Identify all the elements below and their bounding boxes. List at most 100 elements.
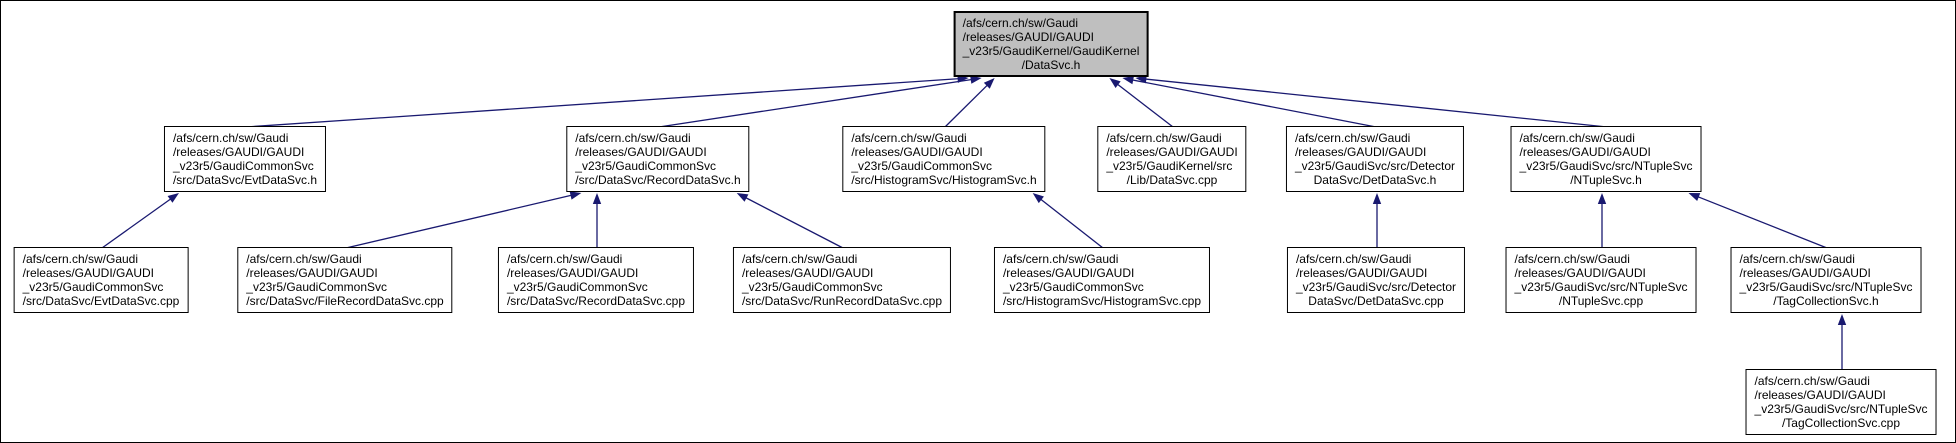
edge-arrowhead	[1135, 74, 1147, 84]
include-edge-line	[345, 194, 573, 249]
node-path-line: /releases/GAUDI/GAUDI	[962, 30, 1094, 44]
edge-arrowhead	[1032, 193, 1044, 204]
graph-node-runrecorddatasvc_cpp[interactable]: /afs/cern.ch/sw/Gaudi/releases/GAUDI/GAU…	[732, 247, 952, 313]
node-path-line: _v23r5/GaudiCommonSvc	[22, 280, 164, 294]
node-path-line: _v23r5/GaudiSvc/src/Detector	[1295, 280, 1457, 294]
edge-arrowhead	[592, 193, 602, 204]
node-path-line: _v23r5/GaudiCommonSvc	[1002, 280, 1144, 294]
node-path-line: /afs/cern.ch/sw/Gaudi	[1106, 131, 1222, 145]
edge-arrowhead	[1837, 314, 1847, 325]
node-path-line: DataSvc/DetDataSvc.cpp	[1308, 294, 1444, 308]
node-path-line: /releases/GAUDI/GAUDI	[741, 266, 874, 280]
include-edge-line	[1131, 79, 1377, 128]
edge-arrowhead	[1122, 75, 1134, 85]
node-path-line: /afs/cern.ch/sw/Gaudi	[506, 252, 623, 266]
node-path-line: /src/DataSvc/RunRecordDataSvc.cpp	[741, 294, 943, 308]
node-path-line: /releases/GAUDI/GAUDI	[172, 145, 305, 159]
node-path-line: _v23r5/GaudiCommonSvc	[741, 280, 883, 294]
node-path-line: /releases/GAUDI/GAUDI	[1514, 266, 1646, 280]
node-path-line: /releases/GAUDI/GAUDI	[22, 266, 155, 280]
node-path-line: /releases/GAUDI/GAUDI	[506, 266, 639, 280]
graph-node-histogramsvc_h[interactable]: /afs/cern.ch/sw/Gaudi/releases/GAUDI/GAU…	[842, 126, 1046, 192]
node-path-line: /afs/cern.ch/sw/Gaudi	[1754, 374, 1870, 388]
node-path-line: /afs/cern.ch/sw/Gaudi	[575, 131, 691, 145]
node-path-line: _v23r5/GaudiCommonSvc	[506, 280, 648, 294]
graph-node-root: /afs/cern.ch/sw/Gaudi/releases/GAUDI/GAU…	[953, 11, 1149, 77]
edge-arrowhead	[736, 193, 749, 202]
node-path-line: /afs/cern.ch/sw/Gaudi	[1002, 252, 1119, 266]
include-edge-line	[658, 78, 973, 128]
node-path-line: /releases/GAUDI/GAUDI	[1106, 145, 1238, 159]
node-path-line: /afs/cern.ch/sw/Gaudi	[962, 16, 1078, 30]
node-path-line: _v23r5/GaudiSvc/src/NTupleSvc	[1514, 280, 1688, 294]
include-edge-line	[944, 83, 989, 128]
node-path-line: DataSvc/DetDataSvc.h	[1313, 173, 1437, 187]
graph-node-filerecorddatasvc_cpp[interactable]: /afs/cern.ch/sw/Gaudi/releases/GAUDI/GAU…	[237, 247, 453, 313]
node-path-line: _v23r5/GaudiSvc/src/NTupleSvc	[1519, 159, 1693, 173]
graph-node-detdatasvc_cpp[interactable]: /afs/cern.ch/sw/Gaudi/releases/GAUDI/GAU…	[1286, 247, 1466, 313]
node-path-line: /releases/GAUDI/GAUDI	[1739, 266, 1871, 280]
include-edge-line	[101, 197, 173, 249]
graph-node-datasvc_cpp[interactable]: /afs/cern.ch/sw/Gaudi/releases/GAUDI/GAU…	[1097, 126, 1247, 192]
node-path-line: /afs/cern.ch/sw/Gaudi	[172, 131, 289, 145]
node-path-line: /afs/cern.ch/sw/Gaudi	[1514, 252, 1630, 266]
node-path-line: /src/DataSvc/EvtDataSvc.cpp	[22, 294, 180, 308]
node-path-line: /afs/cern.ch/sw/Gaudi	[246, 252, 362, 266]
graph-node-tagcollectionsvc_h[interactable]: /afs/cern.ch/sw/Gaudi/releases/GAUDI/GAU…	[1730, 247, 1922, 313]
graph-node-tagcollectionsvc_cpp[interactable]: /afs/cern.ch/sw/Gaudi/releases/GAUDI/GAU…	[1745, 369, 1937, 435]
node-path-line: /TagCollectionSvc.cpp	[1781, 416, 1901, 430]
include-edge-line	[1144, 78, 1608, 128]
node-path-line: _v23r5/GaudiCommonSvc	[851, 159, 993, 173]
graph-node-ntuplesvc_h[interactable]: /afs/cern.ch/sw/Gaudi/releases/GAUDI/GAU…	[1510, 126, 1702, 192]
graph-node-detdatasvc_h[interactable]: /afs/cern.ch/sw/Gaudi/releases/GAUDI/GAU…	[1285, 126, 1465, 192]
node-path-line: /afs/cern.ch/sw/Gaudi	[1294, 131, 1411, 145]
node-path-line: /releases/GAUDI/GAUDI	[1519, 145, 1651, 159]
node-path-line: _v23r5/GaudiSvc/src/Detector	[1294, 159, 1456, 173]
node-path-line: /DataSvc.h	[1021, 58, 1081, 72]
node-path-line: /src/DataSvc/FileRecordDataSvc.cpp	[246, 294, 444, 308]
graph-node-ntuplesvc_cpp[interactable]: /afs/cern.ch/sw/Gaudi/releases/GAUDI/GAU…	[1505, 247, 1697, 313]
graph-node-histogramsvc_cpp[interactable]: /afs/cern.ch/sw/Gaudi/releases/GAUDI/GAU…	[993, 247, 1211, 313]
node-path-line: /TagCollectionSvc.h	[1773, 294, 1879, 308]
node-path-line: /afs/cern.ch/sw/Gaudi	[1519, 131, 1635, 145]
node-path-line: /src/DataSvc/EvtDataSvc.h	[172, 173, 318, 187]
include-edge-line	[245, 77, 960, 128]
graph-node-evtdatasvc_cpp[interactable]: /afs/cern.ch/sw/Gaudi/releases/GAUDI/GAU…	[13, 247, 189, 313]
node-path-line: /src/HistogramSvc/HistogramSvc.cpp	[1002, 294, 1202, 308]
node-path-line: /releases/GAUDI/GAUDI	[246, 266, 378, 280]
edge-arrowhead	[970, 75, 982, 84]
node-path-line: /afs/cern.ch/sw/Gaudi	[1295, 252, 1412, 266]
node-path-line: /afs/cern.ch/sw/Gaudi	[741, 252, 858, 266]
graph-node-evtdatasvc_h[interactable]: /afs/cern.ch/sw/Gaudi/releases/GAUDI/GAU…	[163, 126, 327, 192]
node-path-line: /releases/GAUDI/GAUDI	[1295, 266, 1428, 280]
node-path-line: /releases/GAUDI/GAUDI	[1002, 266, 1135, 280]
edge-arrowhead	[983, 78, 995, 89]
edge-arrowhead	[1688, 193, 1701, 201]
node-path-line: _v23r5/GaudiCommonSvc	[246, 280, 388, 294]
node-path-line: /releases/GAUDI/GAUDI	[575, 145, 707, 159]
node-path-line: /afs/cern.ch/sw/Gaudi	[1739, 252, 1855, 266]
include-edge-line	[744, 196, 844, 249]
edge-arrowhead	[569, 191, 582, 200]
include-edge-line	[1116, 82, 1174, 128]
node-path-line: _v23r5/GaudiCommonSvc	[172, 159, 314, 173]
node-path-line: _v23r5/GaudiKernel/src	[1106, 159, 1233, 173]
graph-node-recorddatasvc_cpp[interactable]: /afs/cern.ch/sw/Gaudi/releases/GAUDI/GAU…	[497, 247, 695, 313]
node-path-line: /releases/GAUDI/GAUDI	[1294, 145, 1427, 159]
node-path-line: /Lib/DataSvc.cpp	[1126, 173, 1218, 187]
node-path-line: _v23r5/GaudiCommonSvc	[575, 159, 717, 173]
node-path-line: _v23r5/GaudiKernel/GaudiKernel	[962, 44, 1140, 58]
include-edge-line	[1039, 198, 1104, 249]
node-path-line: /src/DataSvc/RecordDataSvc.cpp	[506, 294, 686, 308]
node-path-line: /NTupleSvc.h	[1570, 173, 1642, 187]
node-path-line: /afs/cern.ch/sw/Gaudi	[22, 252, 139, 266]
node-path-line: /src/HistogramSvc/HistogramSvc.h	[851, 173, 1037, 187]
edge-arrowhead	[167, 193, 179, 203]
edge-arrowhead	[1109, 78, 1121, 89]
node-path-line: /src/DataSvc/RecordDataSvc.h	[575, 173, 741, 187]
edge-arrowhead	[1597, 193, 1607, 204]
include-edge-line	[1696, 195, 1828, 249]
graph-node-recorddatasvc_h[interactable]: /afs/cern.ch/sw/Gaudi/releases/GAUDI/GAU…	[566, 126, 750, 192]
